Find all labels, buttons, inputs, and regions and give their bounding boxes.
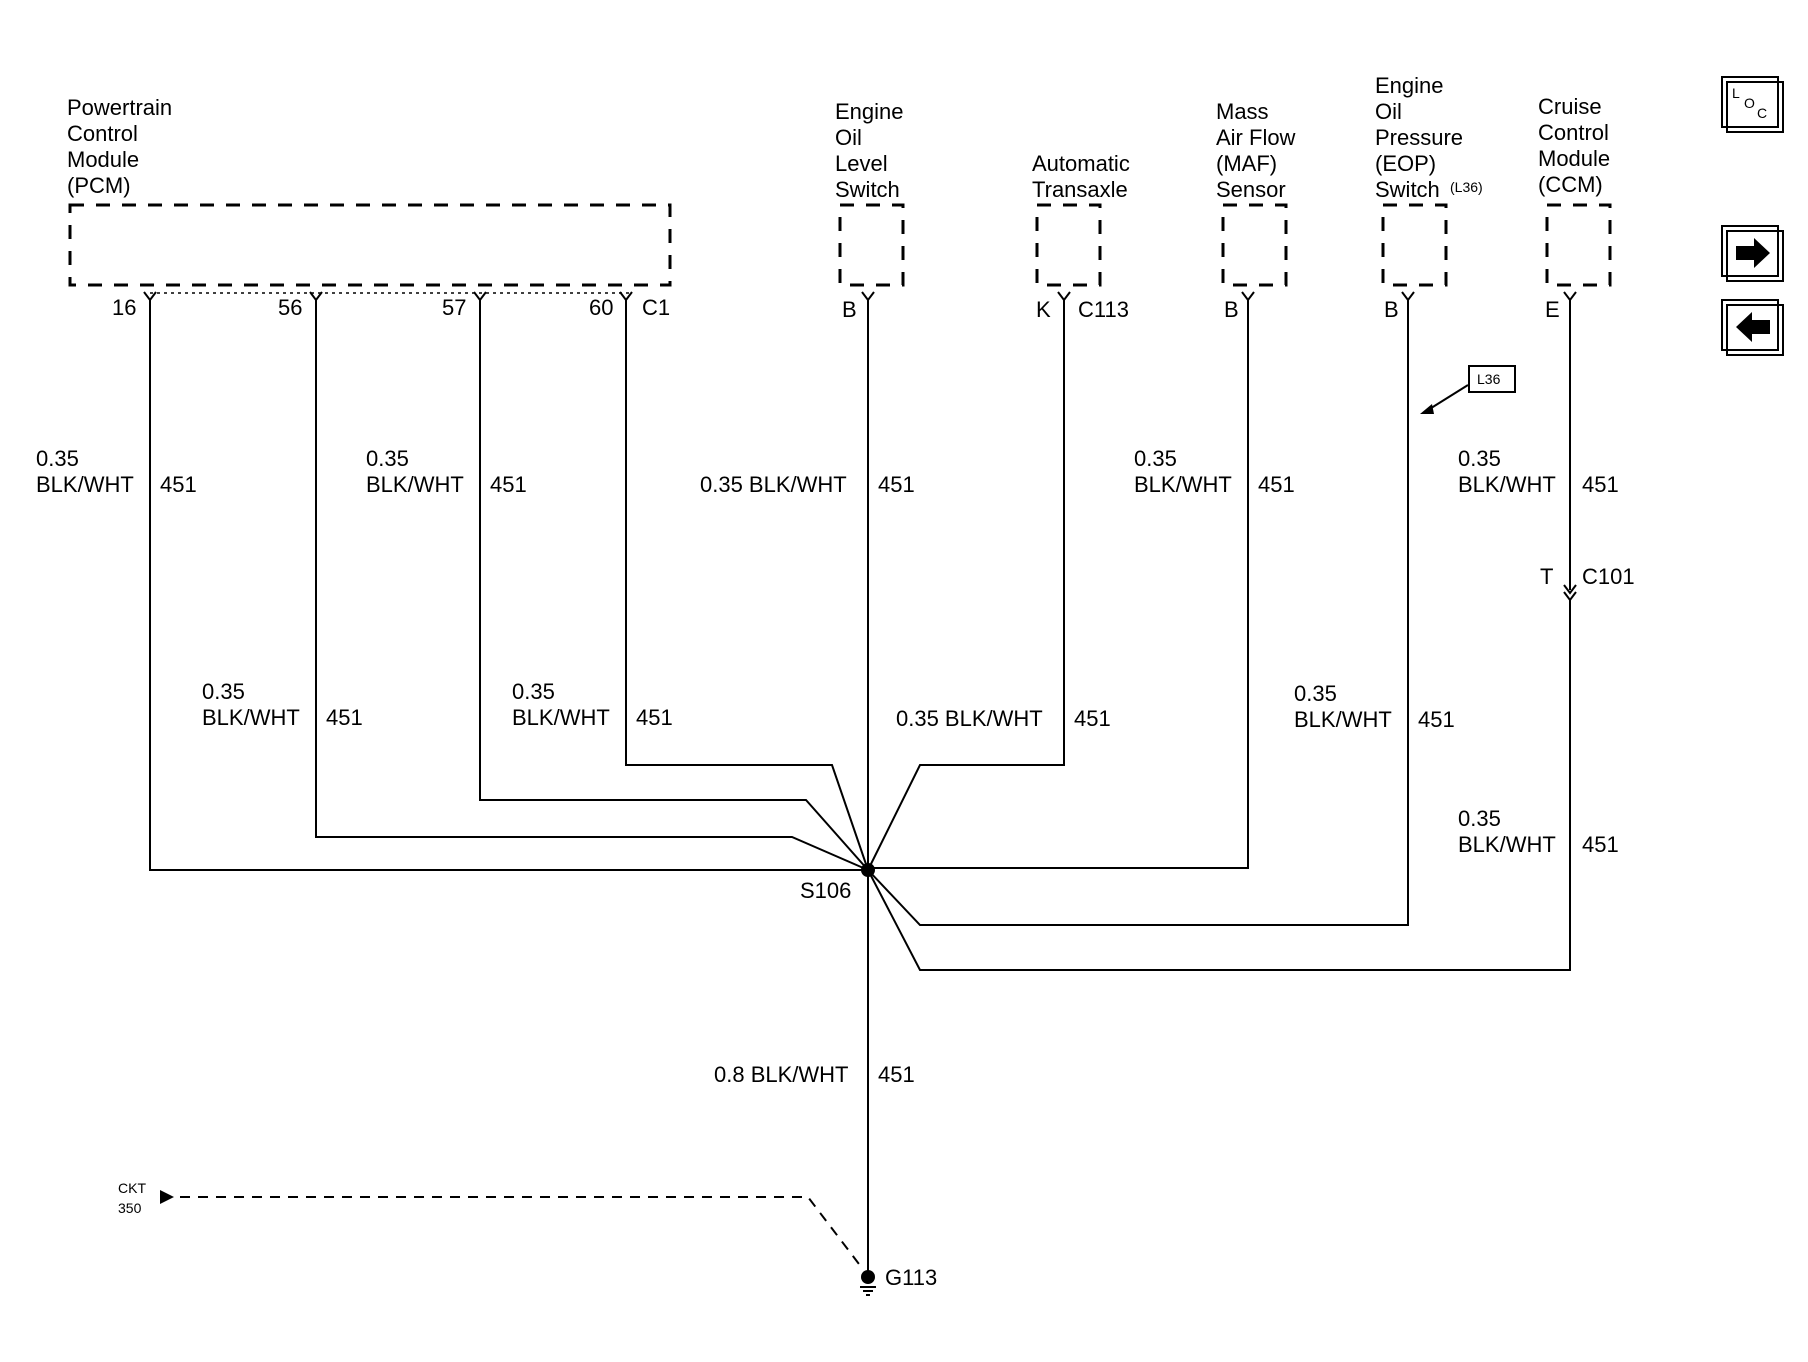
loc-button-shadow bbox=[1726, 81, 1784, 133]
arrow-right-icon bbox=[1736, 238, 1770, 268]
wire-ccm-upper-gauge: 0.35 bbox=[1458, 446, 1501, 471]
terminal-mark bbox=[309, 291, 323, 302]
splice-s106-dot bbox=[861, 863, 875, 877]
wire-ccm-lower bbox=[867, 600, 1571, 971]
wire-oil-level-label: 0.35 BLK/WHT bbox=[700, 472, 847, 497]
pcm-pin-57: 57 bbox=[442, 295, 466, 320]
wire-16-gauge: 0.35 bbox=[36, 446, 79, 471]
c101-mark-upper bbox=[1563, 584, 1577, 595]
l36-tag-leader bbox=[1427, 384, 1469, 411]
l36-tag-box bbox=[1468, 365, 1516, 393]
terminal-mark bbox=[1241, 291, 1255, 302]
wire-pcm-16 bbox=[149, 300, 868, 871]
wire-57-color: BLK/WHT bbox=[366, 472, 464, 497]
wire-ccm-upper-color: BLK/WHT bbox=[1458, 472, 1556, 497]
wire-57-circuit: 451 bbox=[490, 472, 527, 497]
wire-56-color: BLK/WHT bbox=[202, 705, 300, 730]
wire-56-gauge: 0.35 bbox=[202, 679, 245, 704]
pcm-pin-56: 56 bbox=[278, 295, 302, 320]
c101-mark-lower bbox=[1563, 591, 1577, 602]
l36-arrow-icon bbox=[1420, 404, 1434, 414]
pcm-box bbox=[68, 203, 672, 287]
wire-oil-level-circuit: 451 bbox=[878, 472, 915, 497]
transaxle-pin: K bbox=[1036, 297, 1051, 322]
wire-maf-gauge: 0.35 bbox=[1134, 446, 1177, 471]
oil-level-switch-label: Engine Oil Level Switch bbox=[835, 99, 910, 202]
terminal-marks bbox=[143, 291, 1577, 302]
ground-symbol bbox=[860, 1286, 876, 1296]
pcm-label: Powertrain Control Module (PCM) bbox=[67, 95, 178, 198]
transaxle-label: Automatic Transaxle bbox=[1032, 151, 1136, 202]
eop-option-suffix: (L36) bbox=[1450, 179, 1483, 195]
terminal-mark bbox=[861, 291, 875, 302]
eop-pin: B bbox=[1384, 297, 1399, 322]
maf-pin: B bbox=[1224, 297, 1239, 322]
next-page-button[interactable] bbox=[1721, 225, 1784, 282]
pcm-pin-16: 16 bbox=[112, 295, 136, 320]
ccm-label: Cruise Control Module (CCM) bbox=[1538, 94, 1616, 197]
ckt-350-dashed-wire bbox=[180, 1196, 863, 1269]
ckt-ref-line2: 350 bbox=[118, 1200, 142, 1216]
transaxle-box bbox=[1035, 203, 1102, 287]
wire-transaxle bbox=[867, 300, 1065, 871]
wire-maf bbox=[868, 300, 1249, 869]
maf-sensor-box bbox=[1221, 203, 1288, 287]
wire-16-color: BLK/WHT bbox=[36, 472, 134, 497]
wire-transaxle-label: 0.35 BLK/WHT bbox=[896, 706, 1043, 731]
wire-transaxle-circuit: 451 bbox=[1074, 706, 1111, 731]
ground-g113-label: G113 bbox=[885, 1265, 937, 1290]
maf-sensor-label: Mass Air Flow (MAF) Sensor bbox=[1216, 99, 1302, 202]
l36-tag-label: L36 bbox=[1477, 371, 1501, 387]
loc-letter-l: L bbox=[1732, 85, 1740, 101]
ccm-pin: E bbox=[1545, 297, 1560, 322]
wire-56-circuit: 451 bbox=[326, 705, 363, 730]
wire-pcm-56 bbox=[315, 300, 869, 871]
wire-16-circuit: 451 bbox=[160, 472, 197, 497]
wire-ground-label: 0.8 BLK/WHT bbox=[714, 1062, 848, 1087]
wire-eop bbox=[867, 300, 1409, 926]
wire-ccm-lower-circuit: 451 bbox=[1582, 832, 1619, 857]
wire-pcm-57 bbox=[479, 300, 869, 871]
wire-60-color: BLK/WHT bbox=[512, 705, 610, 730]
c101-pin: T bbox=[1540, 564, 1553, 589]
wire-maf-circuit: 451 bbox=[1258, 472, 1295, 497]
terminal-mark bbox=[1057, 291, 1071, 302]
loc-letter-c: C bbox=[1757, 105, 1767, 121]
pcm-connector-c1: C1 bbox=[642, 295, 670, 320]
pcm-pin-60: 60 bbox=[589, 295, 613, 320]
wire-57-gauge: 0.35 bbox=[366, 446, 409, 471]
oil-level-switch-box bbox=[838, 203, 905, 287]
wire-ccm-upper-circuit: 451 bbox=[1582, 472, 1619, 497]
previous-page-button[interactable] bbox=[1721, 299, 1784, 356]
wire-60-circuit: 451 bbox=[636, 705, 673, 730]
wire-eop-circuit: 451 bbox=[1418, 707, 1455, 732]
eop-switch-box bbox=[1381, 203, 1448, 287]
loc-letter-o: O bbox=[1744, 95, 1755, 111]
c101-label: C101 bbox=[1582, 564, 1635, 589]
wire-ground-circuit: 451 bbox=[878, 1062, 915, 1087]
wire-60-gauge: 0.35 bbox=[512, 679, 555, 704]
wire-ccm-lower-color: BLK/WHT bbox=[1458, 832, 1556, 857]
terminal-mark bbox=[1563, 291, 1577, 302]
ground-g113-dot bbox=[861, 1270, 875, 1284]
ckt-ref-line1: CKT bbox=[118, 1180, 146, 1196]
loc-button[interactable]: L O C bbox=[1721, 76, 1784, 133]
wire-pcm-60 bbox=[625, 300, 869, 871]
ccm-box bbox=[1545, 203, 1612, 287]
wire-eop-gauge: 0.35 bbox=[1294, 681, 1337, 706]
transaxle-connector-c113: C113 bbox=[1078, 297, 1129, 322]
ckt-ref-arrow-icon bbox=[160, 1190, 174, 1204]
terminal-mark bbox=[1401, 291, 1415, 302]
wire-eop-color: BLK/WHT bbox=[1294, 707, 1392, 732]
splice-s106-label: S106 bbox=[800, 878, 851, 903]
oil-level-pin: B bbox=[842, 297, 857, 322]
arrow-left-icon bbox=[1736, 312, 1770, 342]
wire-maf-color: BLK/WHT bbox=[1134, 472, 1232, 497]
wire-ccm-lower-gauge: 0.35 bbox=[1458, 806, 1501, 831]
eop-switch-label: Engine Oil Pressure (EOP) Switch bbox=[1375, 73, 1469, 202]
